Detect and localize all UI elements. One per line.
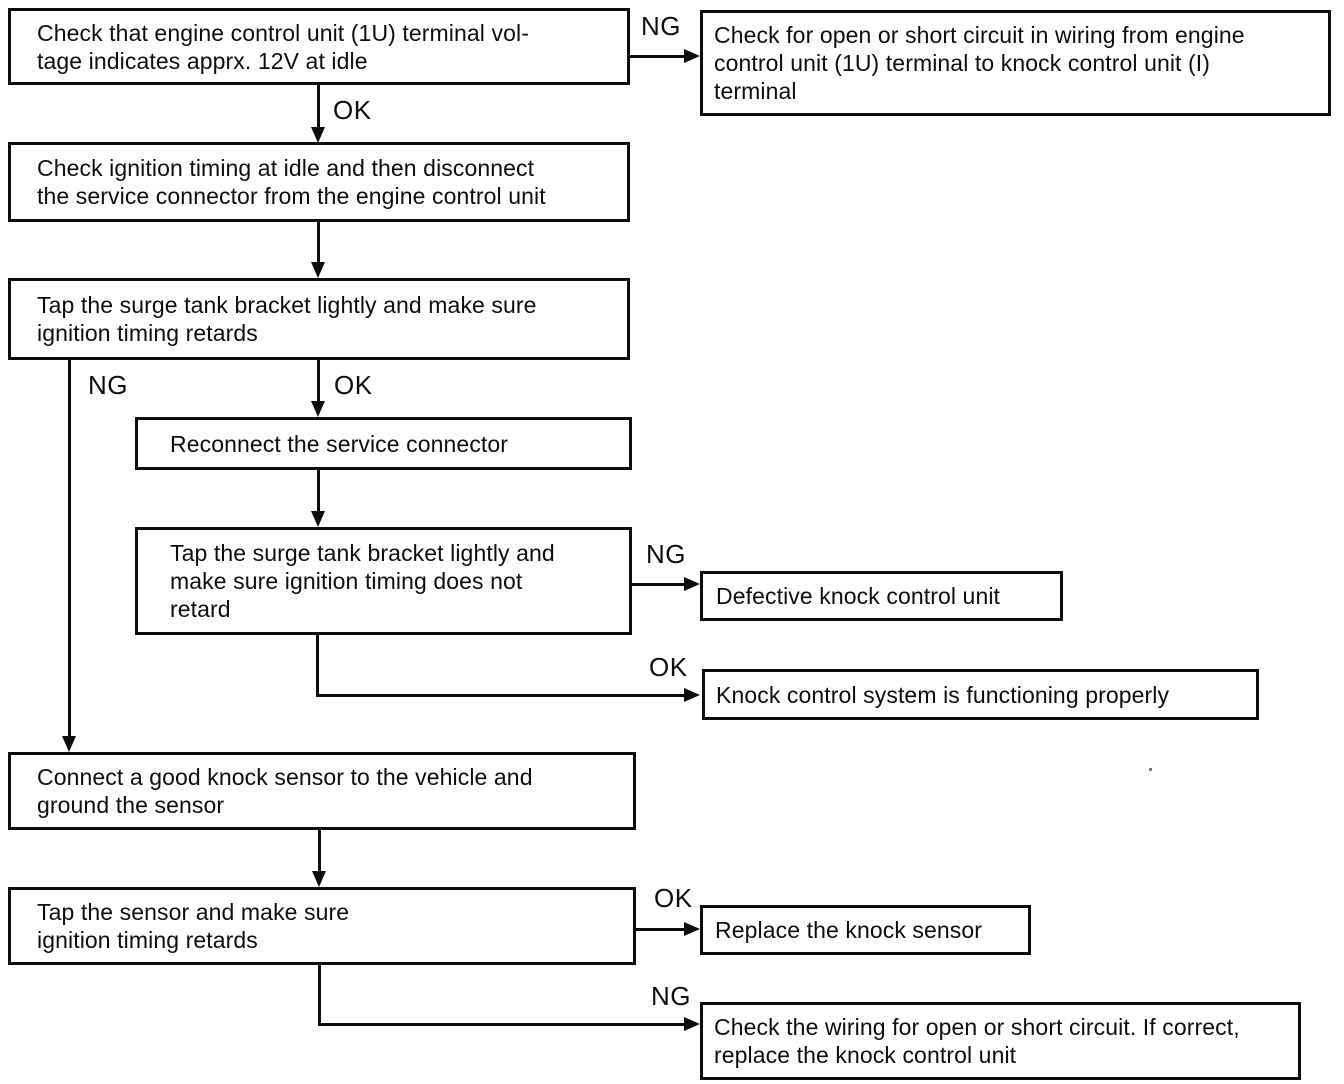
edge-label-ng: NG	[88, 370, 128, 400]
flow-node-text: Defective knock control unit	[716, 583, 1001, 609]
arrow-right-icon	[684, 922, 700, 936]
arrow-down-icon	[311, 127, 325, 143]
flow-node-text: terminal	[714, 78, 797, 104]
flow-node-system-functioning-properly: Knock control system is functioning prop…	[702, 669, 1259, 720]
flow-node-replace-knock-sensor: Replace the knock sensor	[700, 905, 1031, 955]
edge-line-ok-elbow-horizontal	[316, 694, 684, 697]
edge-label-ng: NG	[646, 539, 686, 569]
flow-node-text: control unit (1U) terminal to knock cont…	[714, 50, 1211, 76]
flow-node-text: Tap the sensor and make sure	[37, 899, 350, 925]
flow-node-text: Check that engine control unit (1U) term…	[37, 19, 529, 46]
flow-node-check-wiring-engine-to-knock: Check for open or short circuit in wirin…	[700, 10, 1331, 116]
flow-node-text: Connect a good knock sensor to the vehic…	[37, 764, 533, 790]
arrow-down-icon	[311, 511, 325, 527]
flow-node-text: ground the sensor	[37, 792, 225, 818]
flow-node-connect-good-knock-sensor: Connect a good knock sensor to the vehic…	[8, 752, 636, 830]
flow-node-check-wiring-replace-unit: Check the wiring for open or short circu…	[700, 1002, 1301, 1080]
arrow-right-icon	[684, 688, 700, 702]
edge-line-ng-elbow-vertical	[318, 965, 321, 1026]
flow-node-text: Check for open or short circuit in wirin…	[714, 22, 1245, 48]
flow-node-text: Replace the knock sensor	[715, 917, 983, 943]
flow-node-text: Tap the surge tank bracket lightly and	[170, 540, 555, 566]
flow-node-text: ignition timing retards	[37, 320, 258, 346]
flow-node-text: retard	[170, 596, 231, 622]
flow-node-text: Knock control system is functioning prop…	[716, 681, 1170, 708]
edge-line-down-5	[318, 830, 321, 871]
arrow-down-icon	[312, 871, 326, 887]
edge-label-ng: NG	[651, 981, 691, 1011]
edge-label-ng: NG	[641, 11, 681, 41]
edge-line-ok-down-3	[317, 360, 320, 401]
flow-node-text: Tap the surge tank bracket lightly and m…	[37, 292, 537, 318]
edge-line-down-2	[317, 222, 320, 262]
edge-label-ok: OK	[333, 95, 372, 125]
flow-node-check-ignition-timing-disconnect: Check ignition timing at idle and then d…	[8, 142, 630, 222]
arrow-right-icon	[684, 1017, 700, 1031]
edge-label-ok: OK	[654, 883, 693, 913]
edge-line-ok-elbow-vertical	[316, 635, 319, 697]
flow-node-text: ignition timing retards	[37, 927, 258, 953]
edge-label-ok: OK	[649, 652, 688, 682]
flow-node-text: Check ignition timing at idle and then d…	[37, 155, 535, 181]
scan-speck	[1149, 768, 1152, 771]
flow-node-tap-sensor-retards: Tap the sensor and make sure ignition ti…	[8, 887, 636, 965]
arrow-right-icon	[684, 49, 700, 63]
arrow-down-icon	[311, 262, 325, 278]
arrow-down-icon	[62, 736, 76, 752]
flow-node-text: replace the knock control unit	[714, 1042, 1017, 1068]
edge-line-ng-elbow-horizontal	[318, 1023, 684, 1026]
flow-node-text: tage indicates apprx. 12V at idle	[37, 47, 368, 74]
edge-line-ok-right	[636, 928, 684, 931]
flow-node-defective-knock-control-unit: Defective knock control unit	[700, 571, 1063, 621]
edge-line-down-4	[317, 470, 320, 511]
flow-node-tap-bracket-retards: Tap the surge tank bracket lightly and m…	[8, 278, 630, 360]
edge-line-ng-long-drop	[68, 360, 71, 736]
edge-line-ok-down-1	[317, 85, 320, 129]
edge-label-ok: OK	[334, 370, 373, 400]
flow-node-tap-bracket-not-retard: Tap the surge tank bracket lightly and m…	[135, 527, 632, 635]
flow-node-text: the service connector from the engine co…	[37, 183, 546, 209]
arrow-down-icon	[311, 401, 325, 417]
flow-node-text: Check the wiring for open or short circu…	[714, 1014, 1240, 1040]
arrow-right-icon	[684, 577, 700, 591]
flow-node-text: Reconnect the service connector	[170, 430, 509, 457]
edge-line-ng-to-wiring-check	[630, 55, 684, 58]
flow-node-text: make sure ignition timing does not	[170, 568, 523, 594]
flow-node-check-terminal-voltage: Check that engine control unit (1U) term…	[8, 8, 630, 85]
edge-line-ng-right	[632, 583, 684, 586]
flow-node-reconnect-service-connector: Reconnect the service connector	[135, 417, 632, 470]
